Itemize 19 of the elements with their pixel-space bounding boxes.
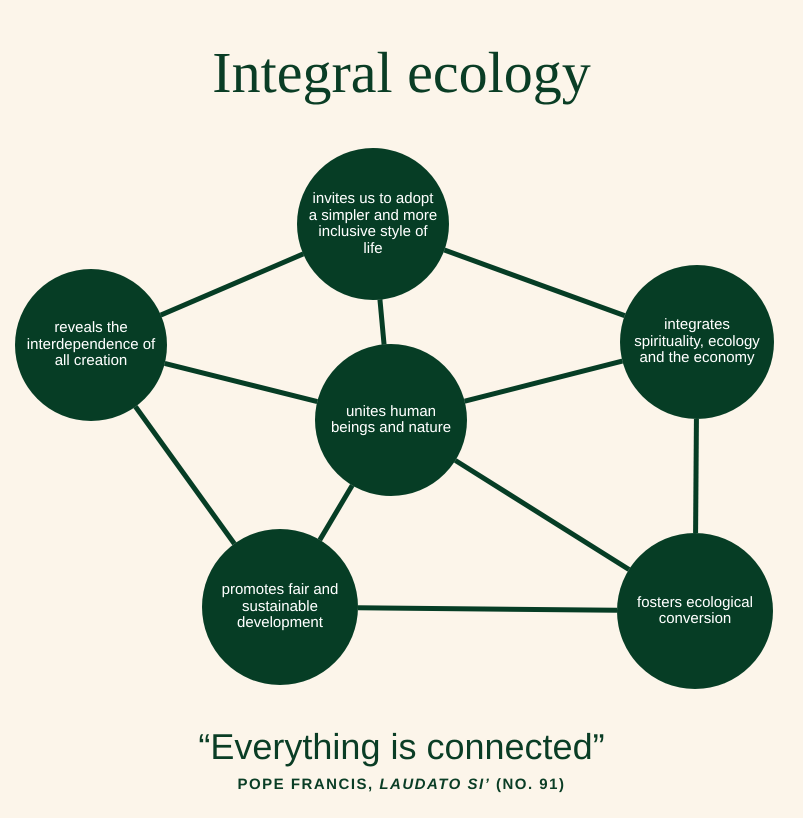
node-text: reveals the interdependence of all creation [26,320,156,370]
node-text: promotes fair and sustainable development [220,582,340,632]
attribution-text: POPE FRANCIS, LAUDATO SI’ (NO. 91) [236,776,566,793]
diagram-title: Integral ecology [211,39,592,107]
quote-caption: “Everything is connected” [197,725,606,769]
node-text: unites human beings and nature [330,404,452,436]
connector-line [444,248,626,318]
node-text: invites us to adopt a simpler and more inclusive style of life [308,191,438,257]
connector-line [693,418,699,534]
connector-line [160,252,304,318]
connector-line [133,405,236,546]
node-text: fosters ecological conversion [636,594,754,628]
connector-line [454,458,630,572]
node-text: integrates spirituality, ecology and the economy [633,317,761,367]
connector-line [164,361,318,404]
connector-line [358,605,618,613]
connector-line [464,358,623,404]
connector-line [318,484,354,542]
connector-line [377,299,387,345]
